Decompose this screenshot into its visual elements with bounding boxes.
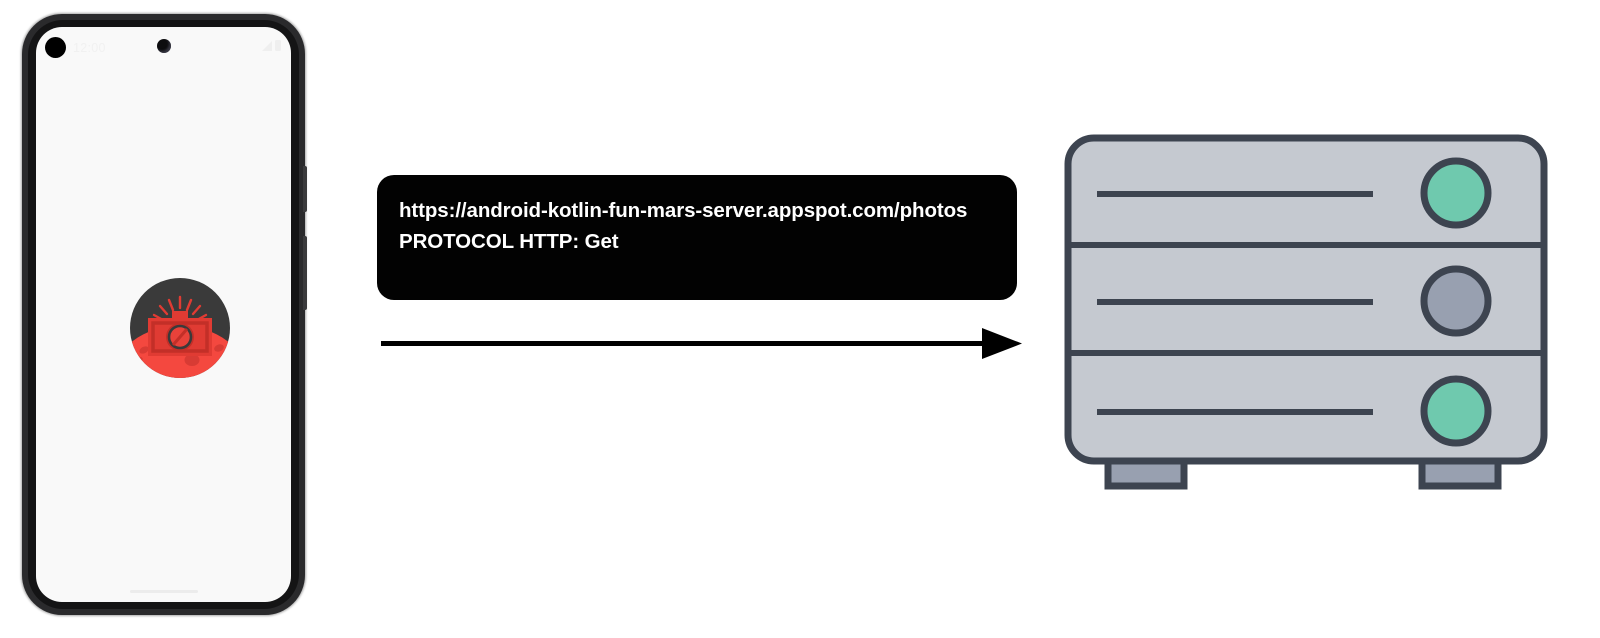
phone-screen[interactable]: 12:00 <box>36 27 291 602</box>
phone-power-button[interactable] <box>303 166 307 212</box>
gesture-navigation-bar[interactable] <box>129 590 198 593</box>
status-bar-icons <box>262 40 281 51</box>
mars-photos-logo <box>126 278 234 378</box>
web-server <box>1060 128 1552 496</box>
request-url-bubble: https://android-kotlin-fun-mars-server.a… <box>377 175 1017 300</box>
request-protocol-text: PROTOCOL HTTP: Get <box>399 230 619 253</box>
request-arrow <box>378 322 1026 366</box>
phone-volume-button[interactable] <box>303 236 307 310</box>
status-bar-time: 12:00 <box>73 41 106 55</box>
android-phone: 12:00 <box>22 14 307 615</box>
request-url-text: https://android-kotlin-fun-mars-server.a… <box>399 199 968 222</box>
signal-strength-icon <box>262 40 272 51</box>
status-bar: 12:00 <box>36 27 291 71</box>
black-circle-icon <box>45 37 66 58</box>
punch-hole-camera-icon <box>156 39 171 53</box>
battery-icon <box>275 40 281 51</box>
